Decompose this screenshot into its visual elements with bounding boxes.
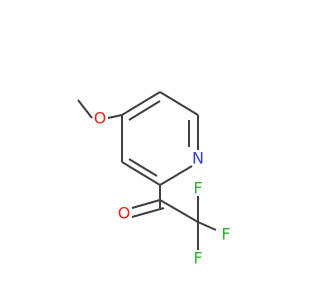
bond-c-o-double-1 bbox=[131, 199, 161, 209]
bond-c-o-double-2 bbox=[131, 207, 165, 218]
bond-ring-5-inner bbox=[128, 158, 158, 177]
bond-c-cf3 bbox=[159, 199, 199, 223]
bond-ring-4 bbox=[159, 165, 193, 186]
atom-label-f2: F bbox=[221, 225, 230, 244]
bond-o-ring bbox=[107, 114, 123, 119]
atom-label-o-carbonyl: O bbox=[118, 204, 131, 223]
atom-label-n: N bbox=[192, 149, 204, 168]
bond-ring-1-inner bbox=[128, 100, 161, 121]
bond-ring-5 bbox=[121, 161, 161, 186]
atom-label-f1: F bbox=[193, 179, 202, 198]
bond-ring-1 bbox=[121, 91, 161, 116]
atom-label-f3: F bbox=[193, 249, 202, 268]
molecule-structure-diagram: O N O F F F bbox=[77, 91, 231, 268]
bond-cf3-f2 bbox=[197, 221, 217, 231]
bond-ring-2 bbox=[159, 91, 199, 116]
atom-label-o-methoxy: O bbox=[94, 109, 107, 128]
bond-methyl-o bbox=[77, 99, 93, 119]
